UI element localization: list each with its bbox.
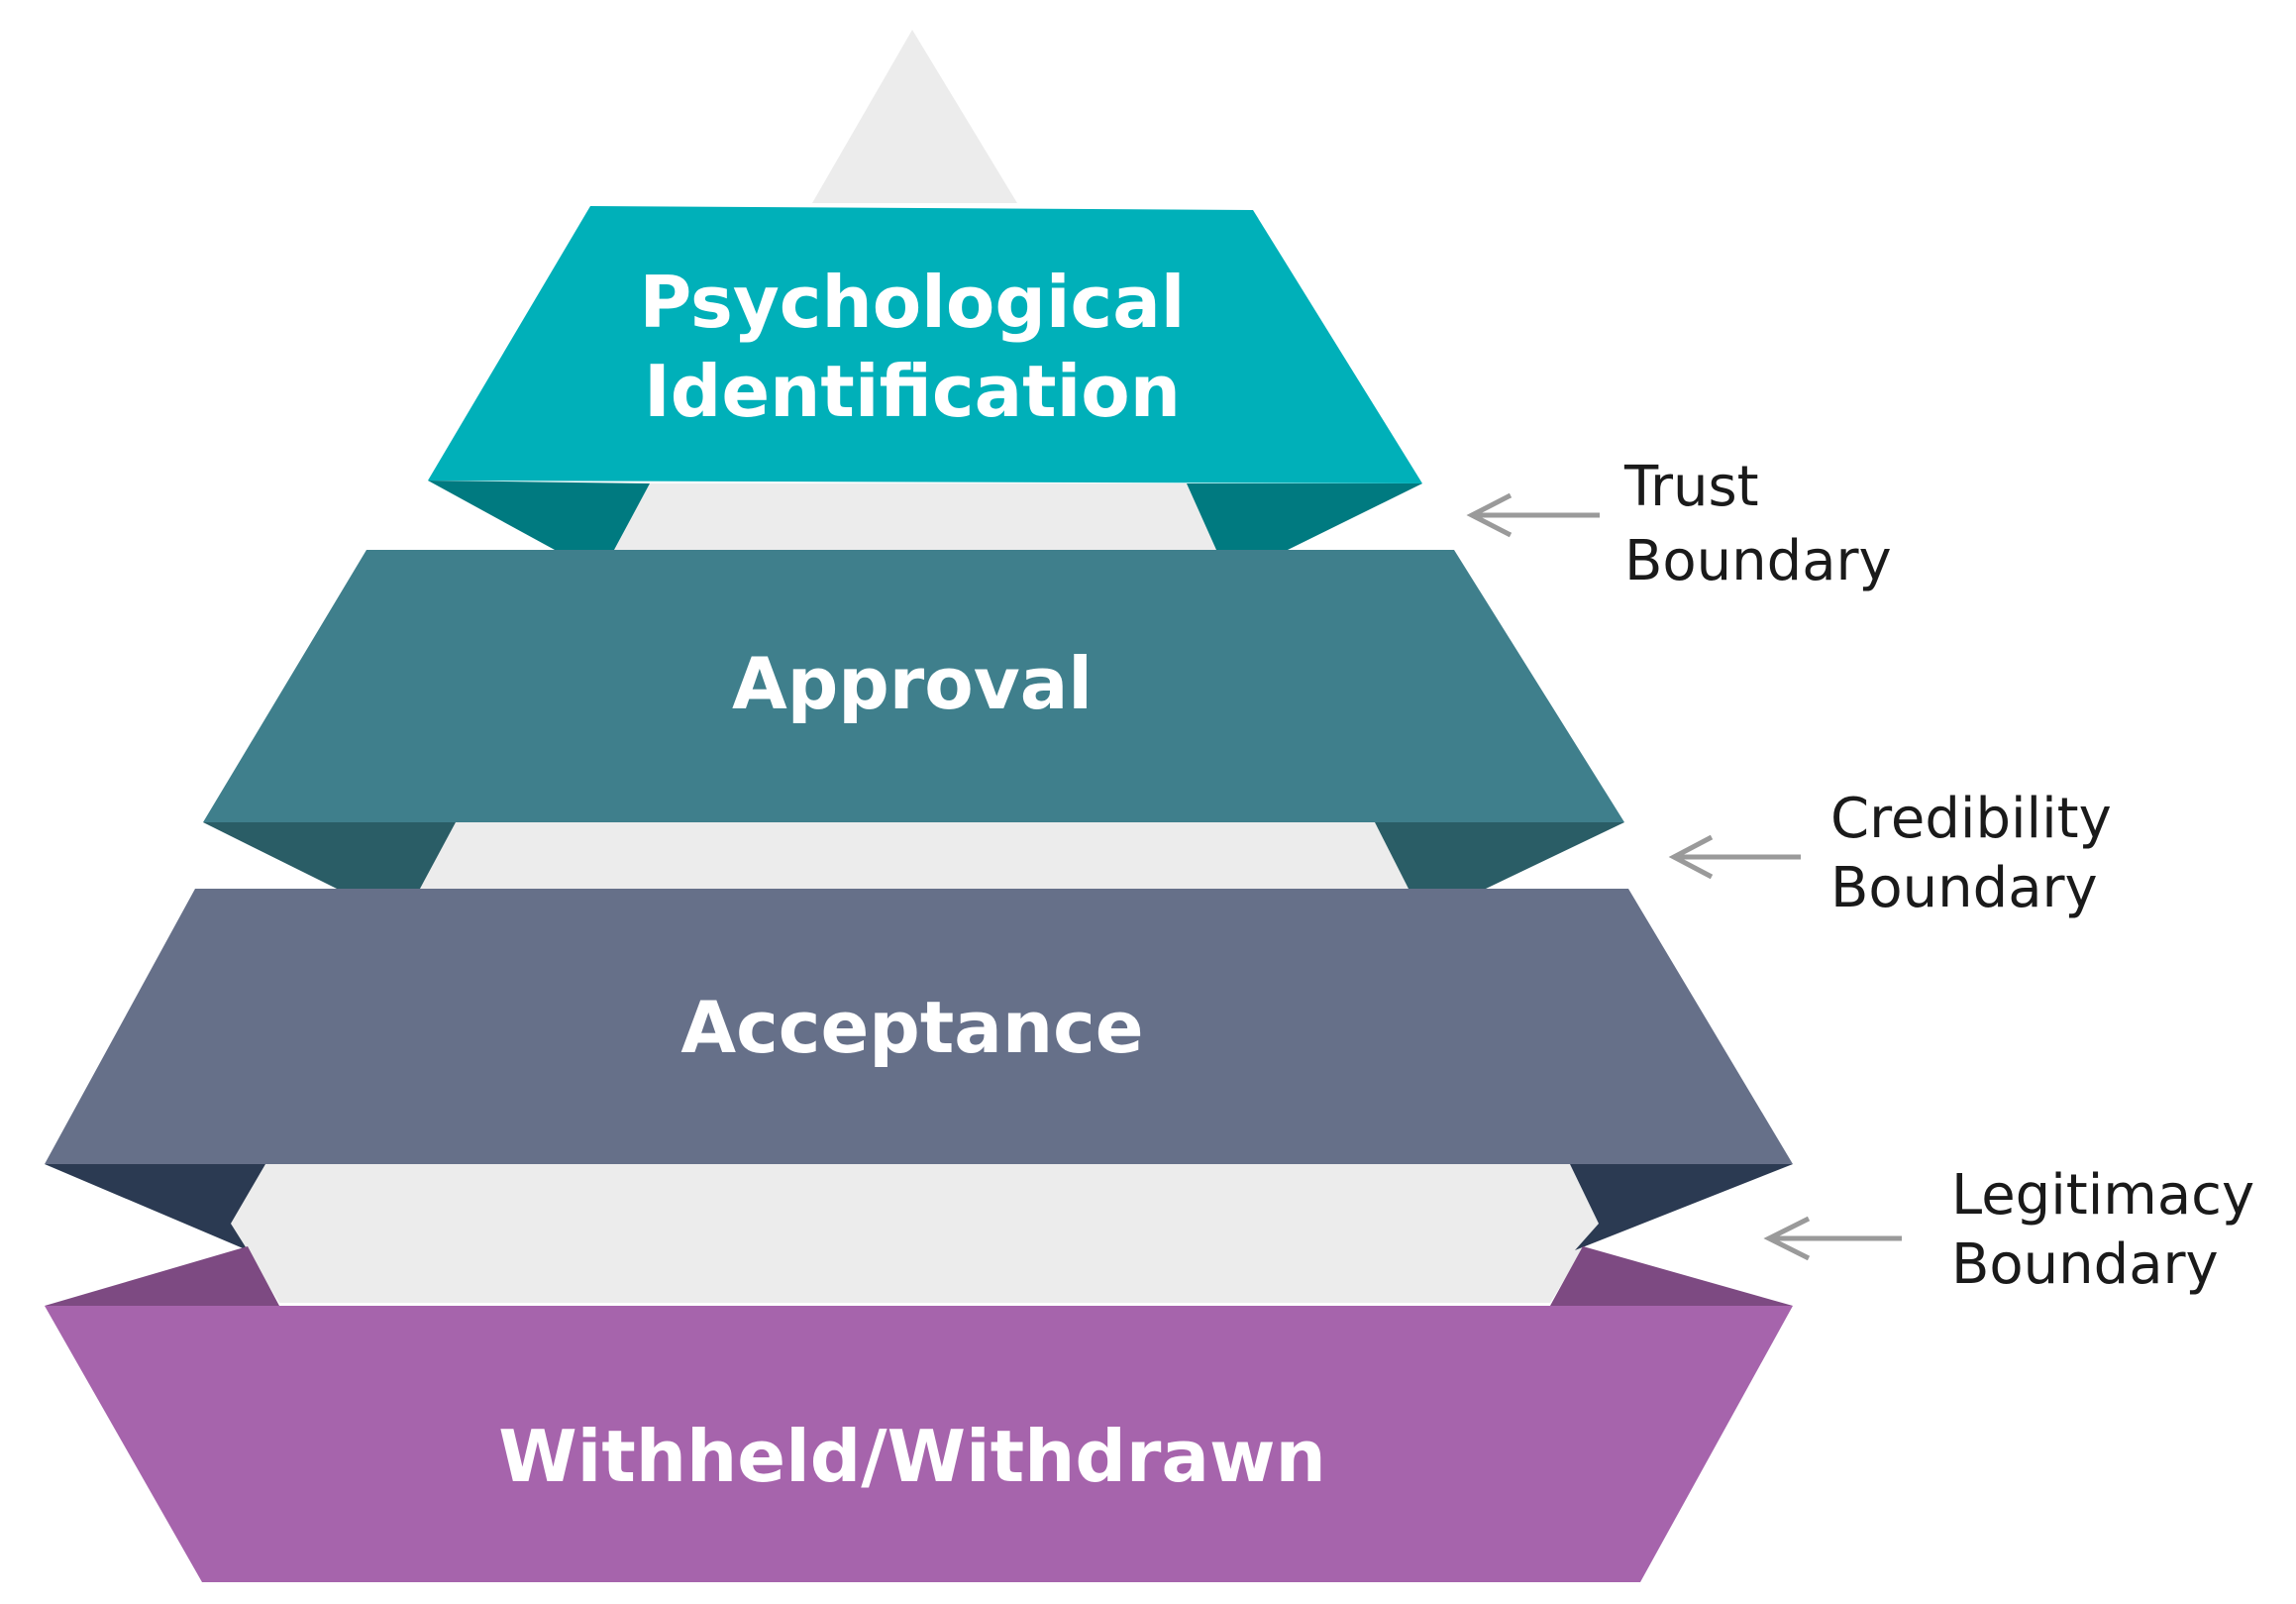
credibility-boundary-label-line2: Boundary [1830, 856, 2098, 920]
tier-2-right-shadow [1375, 822, 1624, 889]
tier-1-right-shadow [1187, 483, 1422, 550]
tier-psychological-identification [428, 206, 1422, 483]
tier-side-shadows [45, 481, 1793, 1306]
tier-3-left-shadow [45, 1164, 265, 1250]
core-band-3 [231, 1164, 1599, 1303]
tier-label-psychological: Psychological [639, 261, 1185, 344]
tier-labels: Psychological Identification Approval Ac… [498, 261, 1326, 1498]
tier-label-withheld-withdrawn: Withheld/Withdrawn [498, 1415, 1326, 1498]
trust-boundary-arrow [1466, 492, 1600, 538]
tier-label-identification: Identification [644, 350, 1181, 433]
legitimacy-boundary-label-line2: Boundary [1951, 1232, 2219, 1297]
legitimacy-boundary-label-line1: Legitimacy [1951, 1163, 2254, 1228]
pyramid-apex [812, 30, 1017, 203]
boundary-arrows [1466, 492, 1902, 1261]
credibility-boundary-label-line1: Credibility [1830, 787, 2112, 851]
trust-boundary-label-line1: Trust [1623, 455, 1759, 519]
tier-1-left-shadow [428, 481, 650, 550]
core-band-1 [614, 483, 1216, 550]
legitimacy-boundary-arrow [1763, 1216, 1902, 1261]
core-band-2 [420, 822, 1409, 889]
credibility-boundary-arrow [1668, 834, 1801, 880]
pyramid-core [231, 30, 1599, 1303]
tier-2-left-shadow [203, 822, 456, 889]
tier-4-right-back [1550, 1246, 1793, 1306]
tier-approval [203, 550, 1624, 822]
tier-4-left-back [45, 1246, 279, 1306]
tier-label-acceptance: Acceptance [680, 986, 1143, 1069]
tier-faces [45, 206, 1793, 1582]
trust-boundary-label-line2: Boundary [1624, 529, 1892, 593]
tier-acceptance [45, 889, 1793, 1164]
boundary-labels: Trust Boundary Credibility Boundary Legi… [1623, 455, 2254, 1297]
tier-label-approval: Approval [732, 642, 1093, 725]
tier-3-right-shadow [1570, 1164, 1793, 1250]
tier-withheld-withdrawn [45, 1306, 1793, 1582]
